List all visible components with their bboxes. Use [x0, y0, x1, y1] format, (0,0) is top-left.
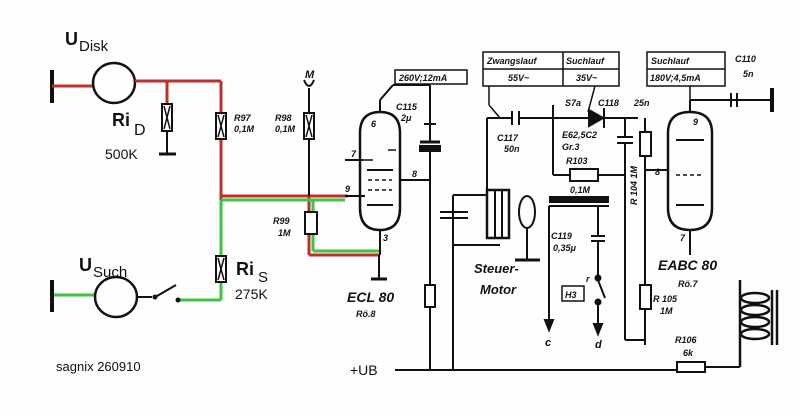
r99-resistor — [304, 211, 318, 235]
gr3-label: Gr.3 — [562, 142, 580, 152]
v260-box — [394, 69, 468, 85]
pin-6: 6 — [371, 119, 377, 129]
r106-value: 6k — [683, 348, 694, 358]
ro7-label: Rö.7 — [678, 279, 698, 289]
s7a-label: S7a — [565, 98, 581, 108]
ecl80-tube — [345, 84, 430, 255]
zwangslauf-label: Zwangslauf — [486, 56, 538, 66]
pin-9: 9 — [345, 184, 350, 194]
ri-d-resistor — [159, 103, 176, 156]
r104-label: R 104 1M — [629, 165, 639, 205]
pin-8: 8 — [412, 169, 417, 179]
v260-label: 260V;12mA — [398, 73, 447, 83]
r98-resistor — [303, 79, 315, 196]
steuer-motor — [440, 188, 540, 262]
r106-label: R106 — [675, 335, 698, 345]
u-such-source — [50, 275, 181, 319]
ri-s-sub-label: S — [258, 269, 268, 286]
ri-s-label: Ri — [236, 259, 254, 279]
h3-box — [561, 285, 585, 302]
suchlauf-180v-box — [646, 51, 726, 87]
r99-value: 1M — [278, 228, 291, 238]
c118-capacitor — [617, 118, 633, 340]
motor-label: Motor — [480, 282, 517, 297]
d-label: d — [595, 339, 602, 351]
diode-e62 — [552, 105, 638, 128]
c119-capacitor — [591, 206, 605, 275]
c115-label: C115 — [396, 102, 418, 112]
eabc80-tube — [666, 99, 750, 255]
ecl80-label: ECL 80 — [347, 289, 394, 305]
r105-value: 1M — [660, 306, 673, 316]
r103-resistor — [552, 118, 625, 182]
v180-label: 180V;4,5mA — [650, 73, 701, 83]
pin-9b: 9 — [693, 117, 698, 127]
ub-label: +UB — [350, 362, 378, 378]
h3-label: H3 — [565, 290, 577, 300]
r-switch-label: r — [586, 274, 590, 284]
m-label: M — [305, 69, 315, 81]
c-label: c — [545, 337, 551, 349]
credit-text: sagnix 260910 — [56, 359, 141, 374]
u-disk-source — [50, 61, 137, 105]
e62-label: E62,5C2 — [562, 130, 597, 140]
u-such-label: U — [79, 255, 92, 275]
suchlauf-label: Suchlauf — [566, 56, 605, 66]
ri-s-value: 275K — [235, 286, 268, 302]
r99-label: R99 — [273, 216, 290, 226]
ub-bus — [395, 195, 740, 373]
u-disk-label: U — [65, 29, 78, 49]
coil — [738, 280, 779, 367]
u-disk-sub-label: Disk — [79, 38, 109, 55]
c115-capacitor — [393, 84, 441, 370]
c110-capacitor — [730, 88, 774, 112]
r103-value: 0,1M — [570, 185, 591, 195]
r97-value: 0,1M — [234, 124, 255, 134]
r104-r105 — [625, 118, 668, 345]
c115-value: 2μ — [400, 113, 412, 123]
c117-value: 50n — [504, 144, 520, 154]
pin-7b: 7 — [680, 233, 686, 243]
r103-label: R103 — [566, 156, 588, 166]
r97-label: R97 — [234, 113, 252, 123]
d-switch — [592, 274, 606, 337]
r98-label: R98 — [275, 113, 292, 123]
ri-d-value: 500K — [105, 146, 138, 162]
eabc80-label: EABC 80 — [658, 257, 717, 273]
c-terminal — [543, 206, 555, 333]
v55-label: 55V~ — [508, 73, 530, 83]
c117-capacitor — [486, 111, 595, 190]
c118-label: C118 — [598, 98, 619, 108]
r97-resistor — [215, 112, 227, 140]
pin-3: 3 — [383, 233, 388, 243]
c110-label: C110 — [735, 54, 756, 64]
r98-value: 0,1M — [275, 124, 296, 134]
v35-label: 35V~ — [576, 73, 598, 83]
suchlauf2-label: Suchlauf — [651, 56, 690, 66]
c119-label: C119 — [551, 231, 572, 241]
c117-label: C117 — [497, 133, 519, 143]
u-such-sub-label: Such — [93, 264, 127, 281]
steuer-label: Steuer- — [474, 261, 519, 276]
green-wires — [52, 198, 379, 302]
ri-d-sub-label: D — [134, 122, 146, 139]
pin-8b: 8 — [655, 167, 660, 177]
ri-s-resistor — [215, 255, 227, 283]
c119-value: 0,35μ — [553, 243, 577, 253]
pin-7: 7 — [351, 149, 357, 159]
c118-value: 25n — [633, 98, 650, 108]
ro8-label: Rö.8 — [356, 309, 376, 319]
zwangslauf-box — [482, 51, 620, 87]
ri-d-label: Ri — [112, 110, 130, 130]
c110-value: 5n — [743, 69, 754, 79]
r105-label: R 105 — [653, 294, 678, 304]
